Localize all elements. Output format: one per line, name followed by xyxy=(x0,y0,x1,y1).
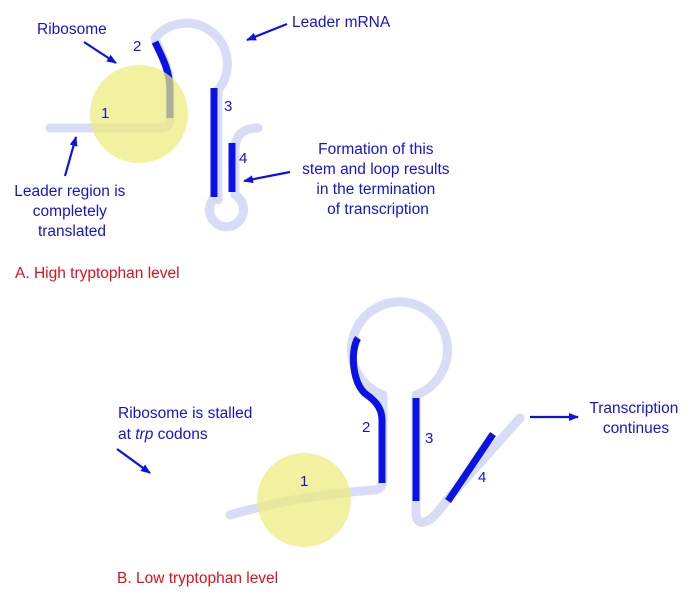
region-2-label: 2 xyxy=(133,38,141,55)
panel-b: 1 2 3 4 Ribosome is stalled at trp codon… xyxy=(116,297,682,587)
region-3-label: 3 xyxy=(224,98,232,115)
region-1-label-b: 1 xyxy=(300,473,308,490)
leader-mrna-arrow xyxy=(246,22,288,42)
region-2-label-b: 2 xyxy=(362,419,370,436)
leader-note-arrow xyxy=(63,136,78,177)
stem-loop-arrow xyxy=(243,170,291,184)
region-4-label-b: 4 xyxy=(478,469,486,486)
panel-b-caption: B. Low tryptophan level xyxy=(117,570,278,587)
region-4-label: 4 xyxy=(239,150,247,167)
region-3-label-b: 3 xyxy=(425,430,433,447)
stall-note-arrow xyxy=(116,448,151,474)
ribosome-label: Ribosome xyxy=(37,21,107,38)
panel-a: 1 2 3 4 Ribosome Leader mRNA Leader regi… xyxy=(14,14,454,282)
leader-mrna-strand-b xyxy=(225,297,525,527)
leader-mrna-label: Leader mRNA xyxy=(292,14,391,31)
region-1-label: 1 xyxy=(101,105,109,122)
panel-a-caption: A. High tryptophan level xyxy=(15,265,180,282)
stem-loop-note: Formation of this stem and loop results … xyxy=(302,141,454,218)
region-4-segment-b xyxy=(445,432,496,503)
ribosome-arrow xyxy=(83,41,117,64)
leader-note: Leader region is completely translated xyxy=(14,183,129,240)
stall-note: Ribosome is stalled at trp codons xyxy=(118,405,257,443)
region-2-segment-b xyxy=(349,336,386,483)
ribosome-stalled xyxy=(257,453,351,547)
continue-note: Transcription continues xyxy=(589,400,682,437)
ribosome xyxy=(90,65,188,163)
attenuator-loop xyxy=(205,190,248,232)
